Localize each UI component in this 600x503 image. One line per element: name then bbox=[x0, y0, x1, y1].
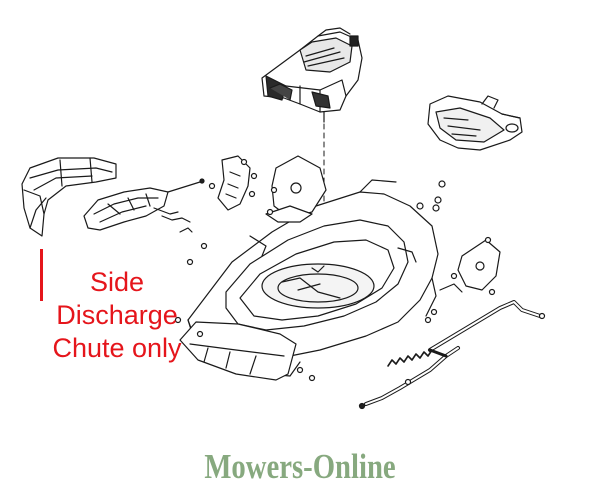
rear-flap bbox=[179, 321, 297, 381]
height-adjust-bracket bbox=[217, 155, 501, 293]
fasteners bbox=[174, 158, 546, 386]
spring bbox=[387, 349, 433, 367]
grass-bag-frame bbox=[427, 95, 523, 151]
engine bbox=[261, 27, 363, 211]
chute-deflector bbox=[83, 178, 205, 233]
callout-indicator-line bbox=[40, 249, 43, 301]
handle bbox=[358, 300, 542, 410]
mower-deck bbox=[187, 179, 439, 377]
brand-watermark: Mowers-Online bbox=[204, 447, 396, 486]
callout-line-1: Side bbox=[89, 267, 145, 297]
callout-line-3: Chute only bbox=[52, 333, 182, 363]
callout-label: Side Discharge Chute only bbox=[22, 266, 212, 365]
side-discharge-chute bbox=[21, 157, 117, 237]
callout-line-2: Discharge bbox=[56, 300, 178, 330]
